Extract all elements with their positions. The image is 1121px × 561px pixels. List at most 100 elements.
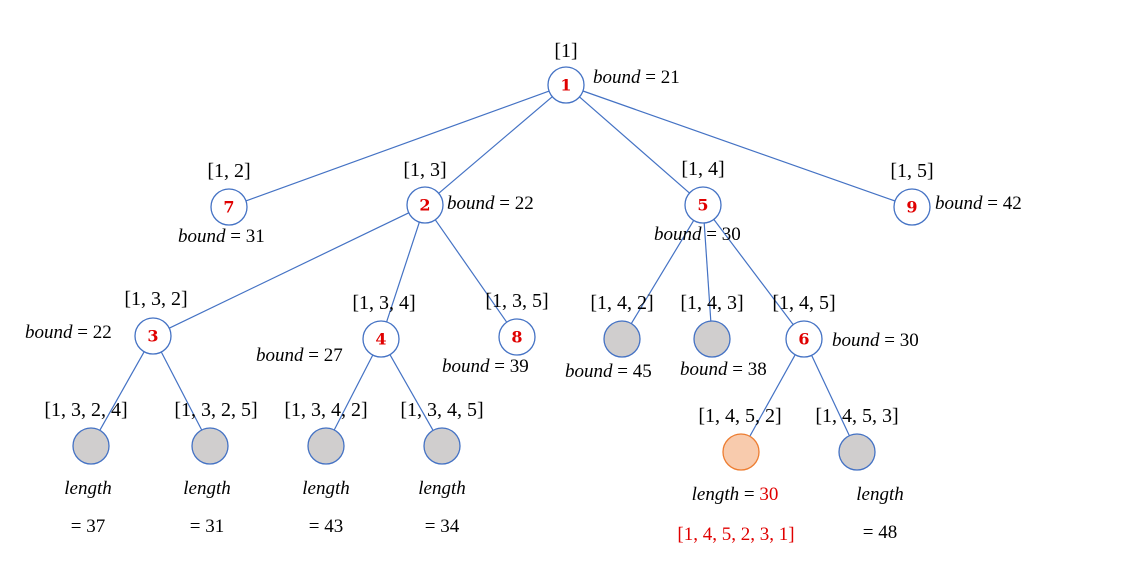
tree-node: 5 [1, 4] bound = 30 — [654, 158, 741, 245]
node-circle — [785, 320, 823, 358]
length-label: length — [183, 478, 231, 499]
bound-label: bound = 27 — [256, 345, 343, 366]
node-path-label: [1, 3, 4] — [352, 292, 415, 314]
visit-order-number: 7 — [223, 198, 234, 217]
node-path-label: [1, 4, 5] — [772, 292, 835, 314]
node-circle — [191, 427, 229, 465]
tree-node: [1, 3, 2, 5] length = 31 — [174, 399, 257, 537]
node-path-label: [1, 4, 5, 2] — [698, 405, 781, 427]
node-circle — [547, 66, 585, 104]
length-label: length — [418, 478, 466, 499]
visit-order-number: 9 — [906, 198, 917, 217]
tree-edge — [389, 354, 434, 431]
node-path-label: [1, 3] — [403, 159, 446, 181]
tree-edge — [160, 351, 203, 431]
tree-node: 2 [1, 3]bound = 22 — [403, 159, 534, 224]
length-value: = 43 — [309, 516, 343, 537]
node-path-label: [1, 4] — [681, 158, 724, 180]
node-circle — [684, 186, 722, 224]
tree-node: 6 [1, 4, 5] bound = 30 — [772, 292, 919, 358]
visit-order-number: 2 — [419, 196, 430, 215]
tree-edge — [703, 222, 712, 322]
tree-node: [1, 3, 2, 4] length = 37 — [44, 399, 127, 537]
bound-label: bound = 30 — [832, 330, 919, 351]
length-value: = 48 — [863, 522, 897, 543]
node-path-label: [1] — [554, 40, 577, 62]
optimal-tour-label: [1, 4, 5, 2, 3, 1] — [677, 524, 794, 545]
tree-edge — [749, 354, 796, 437]
node-circle — [423, 427, 461, 465]
tree-node: [1, 4, 5, 2] length = 30 [1, 4, 5, 2, 3, 1… — [677, 405, 794, 545]
tree-edge — [630, 220, 695, 324]
visit-order-number: 8 — [511, 328, 522, 347]
node-circle — [362, 320, 400, 358]
tree-edge — [579, 96, 690, 194]
node-path-label: [1, 4, 5, 3] — [815, 405, 898, 427]
node-circle — [603, 320, 641, 358]
tree-node: [1, 4, 3] bound = 38 — [680, 292, 767, 380]
bound-label: bound = 30 — [654, 224, 741, 245]
length-label: length = 30 — [692, 484, 779, 505]
node-circle — [210, 188, 248, 226]
tree-edges — [99, 90, 896, 437]
bound-label: bound = 21 — [593, 67, 680, 88]
visit-order-number: 6 — [798, 330, 809, 349]
tree-edge — [713, 219, 794, 325]
bound-label: bound = 45 — [565, 361, 652, 382]
bound-label: bound = 42 — [935, 193, 1022, 214]
node-path-label: [1, 3, 2, 5] — [174, 399, 257, 421]
node-circle — [134, 317, 172, 355]
length-label: length — [856, 484, 904, 505]
node-path-label: [1, 3, 2, 4] — [44, 399, 127, 421]
tree-edge — [245, 90, 550, 202]
tree-nodes: 1[1]bound = 217[1, 2]bound = 312[1, 3]bo… — [25, 40, 1022, 545]
visit-order-number: 1 — [560, 76, 571, 95]
bound-label: bound = 31 — [178, 226, 265, 247]
tree-node: [1, 3, 4, 2] length = 43 — [284, 399, 367, 537]
node-circle — [72, 427, 110, 465]
tree-node: [1, 4, 5, 3] length = 48 — [815, 405, 903, 543]
length-value: = 34 — [425, 516, 460, 537]
node-path-label: [1, 3, 2] — [124, 288, 187, 310]
bound-label: bound = 38 — [680, 359, 767, 380]
node-path-label: [1, 3, 5] — [485, 290, 548, 312]
tree-edge — [99, 351, 145, 431]
tree-edge — [386, 221, 420, 323]
tree-edge — [168, 212, 410, 329]
node-path-label: [1, 4, 2] — [590, 292, 653, 314]
length-value: = 31 — [190, 516, 224, 537]
visit-order-number: 5 — [697, 196, 708, 215]
tree-node: 3 [1, 3, 2] bound = 22 — [25, 288, 188, 355]
tree-node: 4 [1, 3, 4] bound = 27 — [256, 292, 416, 366]
tree-edge — [582, 90, 896, 202]
node-path-label: [1, 3, 4, 2] — [284, 399, 367, 421]
bound-label: bound = 22 — [25, 322, 112, 343]
bound-label: bound = 22 — [447, 193, 534, 214]
tree-edge — [333, 354, 374, 431]
node-path-label: [1, 3, 4, 5] — [400, 399, 483, 421]
node-path-label: [1, 4, 3] — [680, 292, 743, 314]
tree-node: 7 [1, 2] bound = 31 — [178, 160, 265, 247]
tree-node: [1, 4, 2] bound = 45 — [565, 292, 654, 382]
node-path-label: [1, 5] — [890, 160, 933, 182]
node-circle — [406, 186, 444, 224]
length-value: = 37 — [71, 516, 105, 537]
node-circle — [693, 320, 731, 358]
visit-order-number: 3 — [147, 327, 158, 346]
tree-edge — [438, 96, 553, 194]
tree-node: 1 [1] bound = 21 — [547, 40, 680, 104]
node-circle — [893, 188, 931, 226]
tree-node: [1, 3, 4, 5] length = 34 — [400, 399, 483, 537]
node-circle — [307, 427, 345, 465]
tree-edge — [811, 355, 850, 436]
bound-label: bound = 39 — [442, 356, 529, 377]
node-circle — [498, 318, 536, 356]
length-label: length — [302, 478, 350, 499]
node-circle — [838, 433, 876, 471]
tree-node: 9 [1, 5]bound = 42 — [890, 160, 1022, 226]
node-path-label: [1, 2] — [207, 160, 250, 182]
length-label: length — [64, 478, 112, 499]
node-circle — [722, 433, 760, 471]
visit-order-number: 4 — [375, 330, 386, 349]
